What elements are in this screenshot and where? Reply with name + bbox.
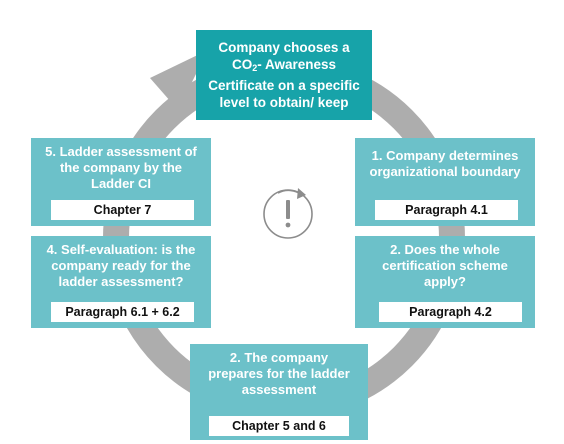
step-3-title: 2. The company prepares for the ladder a… xyxy=(208,350,350,397)
start-text-dash: - xyxy=(257,57,262,72)
step-4-title: 4. Self-evaluation: is the company ready… xyxy=(46,242,196,289)
step-3-reference: Chapter 5 and 6 xyxy=(209,416,349,436)
start-text-rest: Awareness Certificate on a specific leve… xyxy=(208,57,360,110)
step-2-title: 2. Does the whole certification scheme a… xyxy=(382,242,508,289)
step-3-box: 2. The company prepares for the ladder a… xyxy=(190,344,368,440)
step-2-box: 2. Does the whole certification scheme a… xyxy=(355,236,535,328)
step-2-reference: Paragraph 4.2 xyxy=(379,302,522,322)
co2-subscript: 2 xyxy=(252,63,258,73)
step-5-reference: Chapter 7 xyxy=(51,200,194,220)
step-1-reference: Paragraph 4.1 xyxy=(375,200,518,220)
exclamation-cycle-icon xyxy=(263,188,313,239)
cycle-arrow-head xyxy=(150,50,208,110)
start-text-line1: Company chooses a CO xyxy=(218,40,350,72)
start-box: Company chooses a CO2- Awareness Certifi… xyxy=(196,30,372,120)
step-1-box: 1. Company determines organizational bou… xyxy=(355,138,535,226)
step-5-title: 5. Ladder assessment of the company by t… xyxy=(45,144,197,191)
step-4-box: 4. Self-evaluation: is the company ready… xyxy=(31,236,211,328)
start-text: Company chooses a CO2- Awareness Certifi… xyxy=(202,39,366,111)
step-5-box: 5. Ladder assessment of the company by t… xyxy=(31,138,211,226)
step-1-title: 1. Company determines organizational bou… xyxy=(369,148,521,179)
step-4-reference: Paragraph 6.1 + 6.2 xyxy=(51,302,194,322)
